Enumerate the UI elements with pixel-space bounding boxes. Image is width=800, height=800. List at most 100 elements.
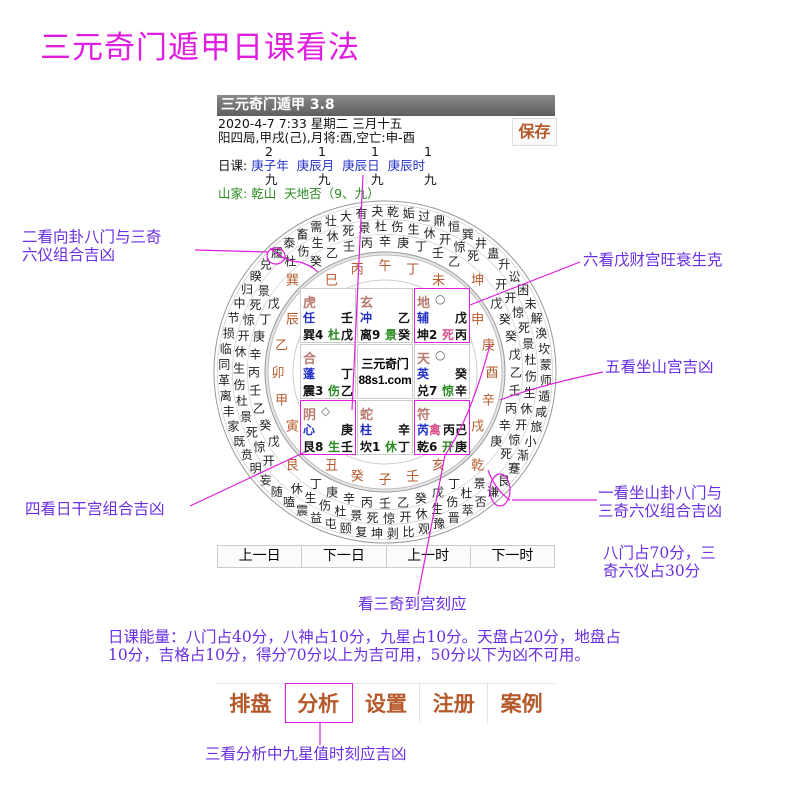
- mountain-corner-label: 乾: [471, 459, 484, 474]
- ring-stems-char: 癸: [499, 313, 511, 327]
- center-title: 三元奇门: [361, 357, 409, 371]
- next-day-button[interactable]: 下一日: [302, 546, 387, 567]
- star-name: 芮: [417, 423, 430, 437]
- star-name: 任: [303, 311, 316, 325]
- mountain-label: 未: [432, 273, 445, 288]
- ring-gates-char: 景: [258, 284, 270, 298]
- page-title: 三元奇门遁甲日课看法: [40, 30, 360, 66]
- tab-settings[interactable]: 设置: [352, 683, 421, 723]
- palace-name: 艮8: [303, 440, 324, 454]
- ring-hexagrams-char: 颐: [340, 522, 352, 536]
- mountain-label: 乙: [275, 338, 288, 353]
- earth-stem: 癸: [397, 328, 410, 342]
- ring-stems-char: 辛: [379, 235, 391, 249]
- ring-gates-char: 休: [234, 345, 246, 359]
- ring-hexagrams-char: 有: [356, 206, 368, 220]
- mountain-label: 丁: [406, 263, 419, 278]
- mountain-label: 庚: [482, 337, 495, 353]
- star-name: 辅: [417, 311, 430, 325]
- ring-hexagrams-char: 离: [220, 388, 232, 403]
- tab-analysis[interactable]: 分析: [284, 683, 353, 723]
- ring-gates-char: 杜: [334, 504, 346, 519]
- ring-hexagrams-char: 剥: [387, 526, 399, 540]
- ring-gates-char: 杜: [236, 393, 248, 408]
- heaven-stem: 辛: [397, 423, 410, 437]
- ring-gates-char: 休: [424, 227, 436, 241]
- star: 芮禽: [417, 421, 441, 438]
- ring-gates-char: 开: [515, 418, 527, 432]
- annotation-5: 五看坐山宫吉凶: [605, 358, 714, 376]
- ring-gates-char: 休: [327, 229, 339, 243]
- ring-gates-char: 开: [495, 277, 507, 291]
- palace-name: 离9: [360, 328, 381, 342]
- ring-hexagrams-char: 恒: [448, 220, 460, 234]
- earth-stem: 壬: [340, 440, 353, 454]
- ring-stems-char: 癸: [310, 254, 322, 268]
- ring-stems-char: 丁: [310, 477, 322, 491]
- deity: 虎: [303, 296, 317, 311]
- save-button[interactable]: 保存: [512, 118, 557, 146]
- earth-stem: 丙: [454, 328, 467, 342]
- ring-gates-char: 伤: [391, 220, 403, 234]
- star-name: 蓬: [303, 367, 316, 381]
- palace-mark-icon: ○: [435, 348, 446, 362]
- prev-day-button[interactable]: 上一日: [218, 546, 303, 567]
- ring-gates-char: 开: [439, 232, 451, 246]
- ring-hexagrams-char: 讼: [508, 270, 520, 284]
- tab-paipan[interactable]: 排盘: [217, 683, 285, 723]
- ring-gates-char: 生: [233, 361, 245, 375]
- earth-stem: 乙: [340, 384, 353, 398]
- ring-hexagrams-char: 渐: [517, 448, 529, 462]
- ring-hexagrams-char: 归: [241, 283, 253, 297]
- gate: 惊: [441, 384, 454, 398]
- ring-hexagrams-char: 泰: [283, 236, 295, 250]
- num-bottom-2: 九: [371, 172, 384, 187]
- tab-cases[interactable]: 案例: [488, 683, 555, 723]
- num-top-0: 2: [265, 144, 273, 159]
- ring-hexagrams-char: 中: [234, 296, 246, 311]
- gate: 死: [441, 328, 454, 342]
- heaven-stem: 庚: [340, 423, 353, 437]
- mountain-label: 辛: [482, 394, 495, 409]
- deity: 阴: [303, 408, 317, 423]
- ring-gates-char: 生: [408, 222, 420, 236]
- ring-stems-char: 丙: [361, 495, 373, 509]
- ring-stems-char: 丁: [415, 240, 427, 254]
- deity: 地: [417, 296, 431, 311]
- mountain-corner-label: 坤: [471, 273, 484, 288]
- ring-hexagrams-char: 坎: [538, 342, 550, 356]
- ring-gates-char: 伤: [319, 499, 331, 513]
- ring-stems-char: 癸: [259, 419, 271, 433]
- annotation-4: 四看日干宫组合吉凶: [25, 500, 165, 518]
- ring-stems-char: 辛: [499, 419, 511, 433]
- ring-gates-char: 惊: [512, 305, 524, 320]
- ring-stems-char: 壬: [432, 246, 444, 260]
- ring-hexagrams-char: 屯: [325, 517, 337, 531]
- ring-gates-char: 景: [350, 509, 362, 523]
- ring-hexagrams-char: 大: [340, 209, 352, 223]
- ring-hexagrams-char: 井: [475, 236, 487, 250]
- next-hour-button[interactable]: 下一时: [470, 546, 554, 567]
- ring-hexagrams-char: 临: [220, 342, 232, 356]
- prev-hour-button[interactable]: 上一时: [386, 546, 471, 567]
- ring-hexagrams-char: 咸: [535, 405, 547, 419]
- mountain-label: 巳: [325, 273, 338, 288]
- tab-register[interactable]: 注册: [420, 683, 489, 723]
- palace-name: 乾6: [417, 440, 438, 454]
- ring-hexagrams-char: 履: [271, 246, 283, 260]
- deity: 蛇: [360, 408, 374, 423]
- mountain-corner-label: 巽: [286, 273, 299, 288]
- ring-gates-char: 开: [238, 329, 250, 343]
- rike-row: 日课: 庚子年 庚辰月 庚辰日 庚辰时: [218, 159, 425, 173]
- ring-hexagrams-char: 巽: [462, 228, 474, 242]
- earth-stem: 戊: [340, 328, 353, 342]
